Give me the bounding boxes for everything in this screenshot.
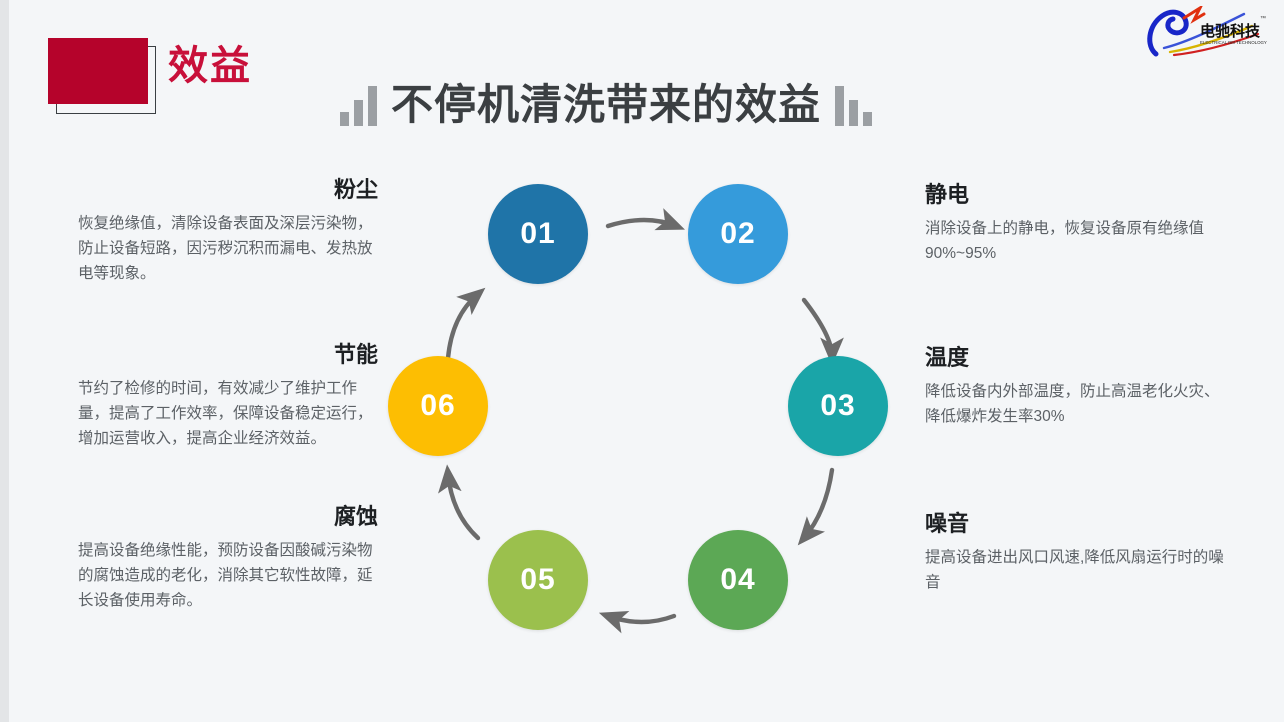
cycle-node-02-number: 02 [720,217,756,250]
arrow-06-to-01 [445,287,486,361]
company-logo: 电驰科技 ELECTRICAL DM TECHNOLOGY ™ [1144,3,1270,58]
benefit-body-static: 消除设备上的静电，恢复设备原有绝缘值90%~95% [925,220,1205,263]
benefit-body-energy: 节约了检修的时间，有效减少了维护工作量，提高了工作效率，保障设备稳定运行，增加运… [78,380,373,448]
left-edge-strip [0,0,9,722]
section-badge [48,38,158,116]
cycle-node-03[interactable]: 03 [788,356,888,456]
cycle-node-06-number: 06 [420,389,456,422]
benefit-heading-static: 静电 [925,182,970,207]
benefit-block-energy: 节能 节约了检修的时间，有效减少了维护工作量，提高了工作效率，保障设备稳定运行，… [78,342,378,452]
benefit-body-noise: 提高设备进出风口风速,降低风扇运行时的噪音 [925,549,1224,592]
benefit-block-corrosion: 腐蚀 提高设备绝缘性能，预防设备因酸碱污染物的腐蚀造成的老化，消除其它软性故障，… [78,504,378,614]
benefit-body-temperature: 降低设备内外部温度，防止高温老化火灾、降低爆炸发生率30% [925,383,1220,426]
benefit-block-noise: 噪音 提高设备进出风口风速,降低风扇运行时的噪音 [925,511,1225,595]
descending-bars-icon [835,84,873,126]
page-title-row: 不停机清洗带来的效益 [340,68,873,128]
arrow-03-to-04 [797,467,835,546]
arrow-02-to-03 [801,297,844,366]
benefits-cycle-diagram: 01 02 03 04 05 06 [380,170,900,670]
benefit-heading-energy: 节能 [333,342,378,367]
benefit-block-dust: 粉尘 恢复绝缘值，清除设备表面及深层污染物，防止设备短路，因污秽沉积而漏电、发热… [78,177,378,287]
cycle-node-03-number: 03 [820,389,856,422]
benefit-heading-corrosion: 腐蚀 [333,504,378,529]
cycle-node-04[interactable]: 04 [688,530,788,630]
benefit-heading-noise: 噪音 [925,511,970,536]
section-badge-label: 效益 [168,44,252,88]
benefit-body-corrosion: 提高设备绝缘性能，预防设备因酸碱污染物的腐蚀造成的老化，消除其它软性故障，延长设… [78,542,373,610]
cycle-node-06[interactable]: 06 [388,356,488,456]
page-title: 不停机清洗带来的效益 [391,81,822,128]
ascending-bars-icon [340,84,377,126]
arrow-05-to-06 [438,464,481,541]
benefit-heading-temperature: 温度 [925,345,970,370]
cycle-node-02[interactable]: 02 [688,184,788,284]
cycle-node-01-number: 01 [520,217,556,250]
cycle-node-05[interactable]: 05 [488,530,588,630]
logo-brand-en-text: ELECTRICAL DM TECHNOLOGY [1200,40,1267,45]
benefit-block-static: 静电 消除设备上的静电，恢复设备原有绝缘值90%~95% [925,182,1225,266]
logo-trademark-text: ™ [1260,15,1266,22]
benefit-block-temperature: 温度 降低设备内外部温度，防止高温老化火灾、降低爆炸发生率30% [925,345,1225,429]
arrow-01-to-02 [605,208,685,231]
cycle-node-01[interactable]: 01 [488,184,588,284]
arrow-04-to-05 [598,610,677,634]
cycle-node-05-number: 05 [520,563,556,596]
benefit-body-dust: 恢复绝缘值，清除设备表面及深层污染物，防止设备短路，因污秽沉积而漏电、发热放电等… [78,215,373,283]
cycle-node-04-number: 04 [720,563,756,596]
benefit-heading-dust: 粉尘 [333,177,378,202]
logo-brand-cn-text: 电驰科技 [1200,22,1261,40]
badge-filled-square [48,38,148,104]
